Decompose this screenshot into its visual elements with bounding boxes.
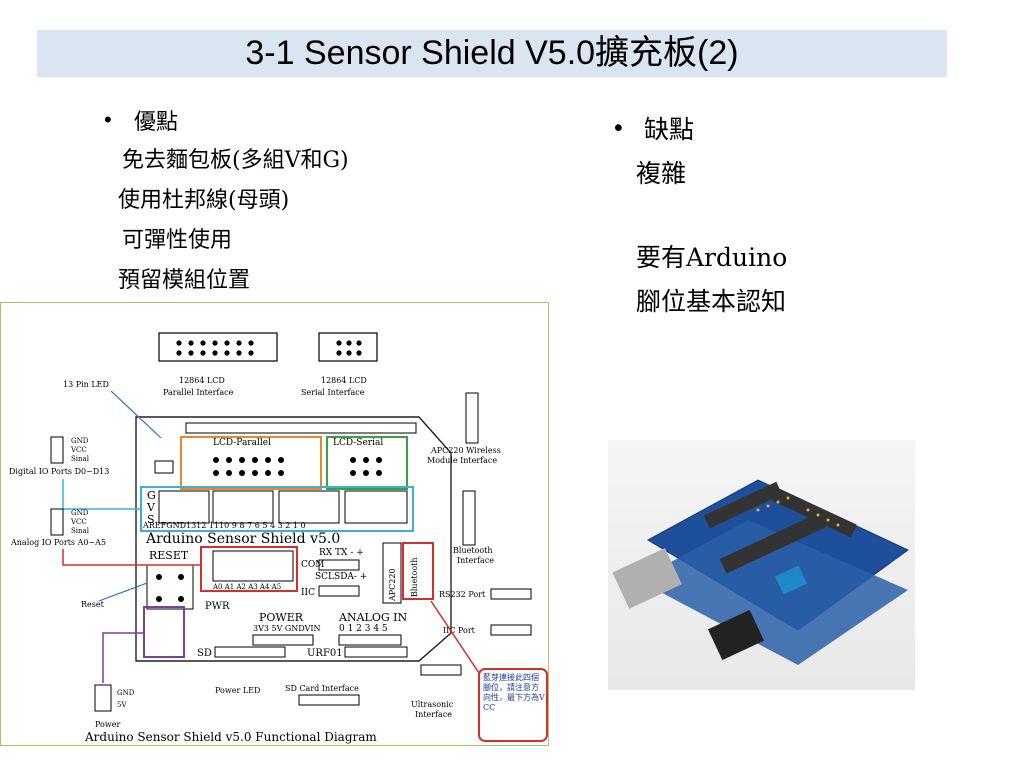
- rxtx-silk: RX TX - +: [319, 548, 364, 558]
- functional-diagram: 12864 LCD Parallel Interface 12864 LCD S…: [0, 302, 549, 746]
- digital-v: V: [146, 501, 156, 514]
- lcd-parallel-label: 12864 LCD: [179, 376, 225, 385]
- sinal-label: Sinal: [71, 455, 90, 463]
- power-gnd-label: GND: [117, 689, 135, 697]
- lcd-serial-header: [318, 332, 378, 362]
- power-silk: POWER: [259, 611, 304, 624]
- advantages-heading: 優點: [134, 110, 179, 135]
- advantage-item: 使用杜邦線(母頭): [118, 188, 290, 213]
- board-outline: [135, 416, 452, 662]
- analog-in-silk: ANALOG IN: [338, 611, 407, 624]
- ultrasonic-label-1: Ultrasonic: [411, 700, 454, 709]
- bullet-icon: •: [614, 113, 623, 142]
- sd-silk: SD: [197, 648, 212, 659]
- diagram-caption: Arduino Sensor Shield v5.0 Functional Di…: [84, 730, 377, 744]
- digital-pins: [158, 490, 408, 524]
- rs232-label: RS232 Port: [439, 590, 486, 599]
- reset-silk: RESET: [149, 549, 189, 562]
- gnd-label: GND: [71, 437, 89, 445]
- lcd-serial-label-2: Serial Interface: [301, 388, 365, 397]
- sinal-label-2: Sinal: [71, 527, 90, 535]
- pin13-label: 13 Pin LED: [63, 380, 109, 389]
- top-pin-row: [185, 422, 417, 434]
- bluetooth-box: [402, 542, 434, 600]
- urf-silk: URF01: [307, 648, 343, 659]
- advantage-item: 可彈性使用: [122, 228, 233, 253]
- lcd-parallel-box: [180, 436, 322, 490]
- power-5v-label: 5V: [117, 701, 127, 709]
- power-box: [143, 606, 185, 658]
- disadvantage-item: [636, 198, 787, 230]
- board-silk-title: Arduino Sensor Shield v5.0: [145, 531, 340, 547]
- lcd-serial-label: 12864 LCD: [321, 376, 367, 385]
- disadvantages-heading-row: • 缺點: [614, 110, 787, 146]
- apc220-silk: APC220: [388, 568, 397, 602]
- vcc-label: VCC: [70, 446, 87, 454]
- bluetooth-label-1: Bluetooth: [453, 546, 493, 555]
- apc220-label-1: APC220 Wireless: [430, 446, 501, 455]
- disadvantages-list: • 缺點 複雜 要有Arduino 腳位基本認知: [614, 110, 787, 318]
- disadvantage-item: 複雜: [636, 159, 687, 188]
- pwr-silk: PWR: [205, 601, 230, 612]
- sclsda-silk: SCLSDA- +: [315, 572, 367, 582]
- disadvantages-heading: 缺點: [644, 115, 695, 144]
- bluetooth-label-2: Interface: [457, 556, 494, 565]
- slide-title: 3-1 Sensor Shield V5.0擴充板(2): [245, 34, 739, 72]
- lcd-serial-box: [326, 436, 408, 490]
- bluetooth-note: 藍芽連接此四個腳位，請注意方向性，最下方為VCC: [483, 673, 545, 712]
- lcd-parallel-silk: LCD-Parallel: [213, 438, 271, 448]
- disadvantage-item: 要有Arduino: [636, 243, 788, 272]
- digital-io-label: Digital IO Ports D0~D13: [9, 467, 109, 476]
- advantages-list: • 優點 免去麵包板(多組V和G) 使用杜邦線(母頭) 可彈性使用 預留模組位置: [104, 104, 349, 294]
- iic-port-label: IIC Port: [443, 626, 476, 635]
- bullet-icon: •: [104, 107, 112, 132]
- lcd-parallel-label-2: Parallel Interface: [163, 388, 234, 397]
- analog-io-label: Analog IO Ports A0~A5: [10, 538, 106, 547]
- bluetooth-note-box: [478, 668, 548, 742]
- power-label: Power: [95, 720, 120, 729]
- title-bar: 3-1 Sensor Shield V5.0擴充板(2): [37, 30, 947, 77]
- power-pins: 3V3 5V GNDVIN: [253, 624, 321, 633]
- lcd-parallel-header: [158, 332, 278, 362]
- com-silk: COM: [301, 560, 324, 570]
- iic-silk: IIC: [301, 588, 315, 598]
- vcc-label-2: VCC: [70, 518, 87, 526]
- advantages-heading-row: • 優點: [104, 104, 349, 136]
- digital-g: G: [147, 489, 156, 502]
- board-photo: [608, 440, 915, 690]
- gnd-label-2: GND: [71, 509, 89, 517]
- bluetooth-silk: Bluetooth: [410, 557, 419, 597]
- advantage-item: 免去麵包板(多組V和G): [122, 148, 349, 173]
- analog-in-nums: 0 1 2 3 4 5: [339, 624, 388, 634]
- ultrasonic-label-2: Interface: [415, 710, 452, 719]
- sd-card-label: SD Card Interface: [285, 684, 359, 693]
- advantage-item: 預留模組位置: [118, 268, 251, 293]
- lcd-serial-silk: LCD-Serial: [333, 438, 383, 448]
- apc220-label-2: Module Interface: [427, 456, 497, 465]
- analog-pin-labels: A0 A1 A2 A3 A4 A5: [212, 583, 281, 591]
- reset-button: [146, 564, 194, 610]
- power-led-label: Power LED: [215, 686, 260, 695]
- digital-s: S: [147, 513, 155, 526]
- disadvantage-item: 腳位基本認知: [636, 287, 787, 316]
- digital-pin-numbers: AREFGND1312 1110 9 8 7 6 5 4 3 2 1 0: [142, 521, 306, 530]
- analog-io-box: [200, 546, 298, 592]
- reset-label: Reset: [81, 600, 105, 609]
